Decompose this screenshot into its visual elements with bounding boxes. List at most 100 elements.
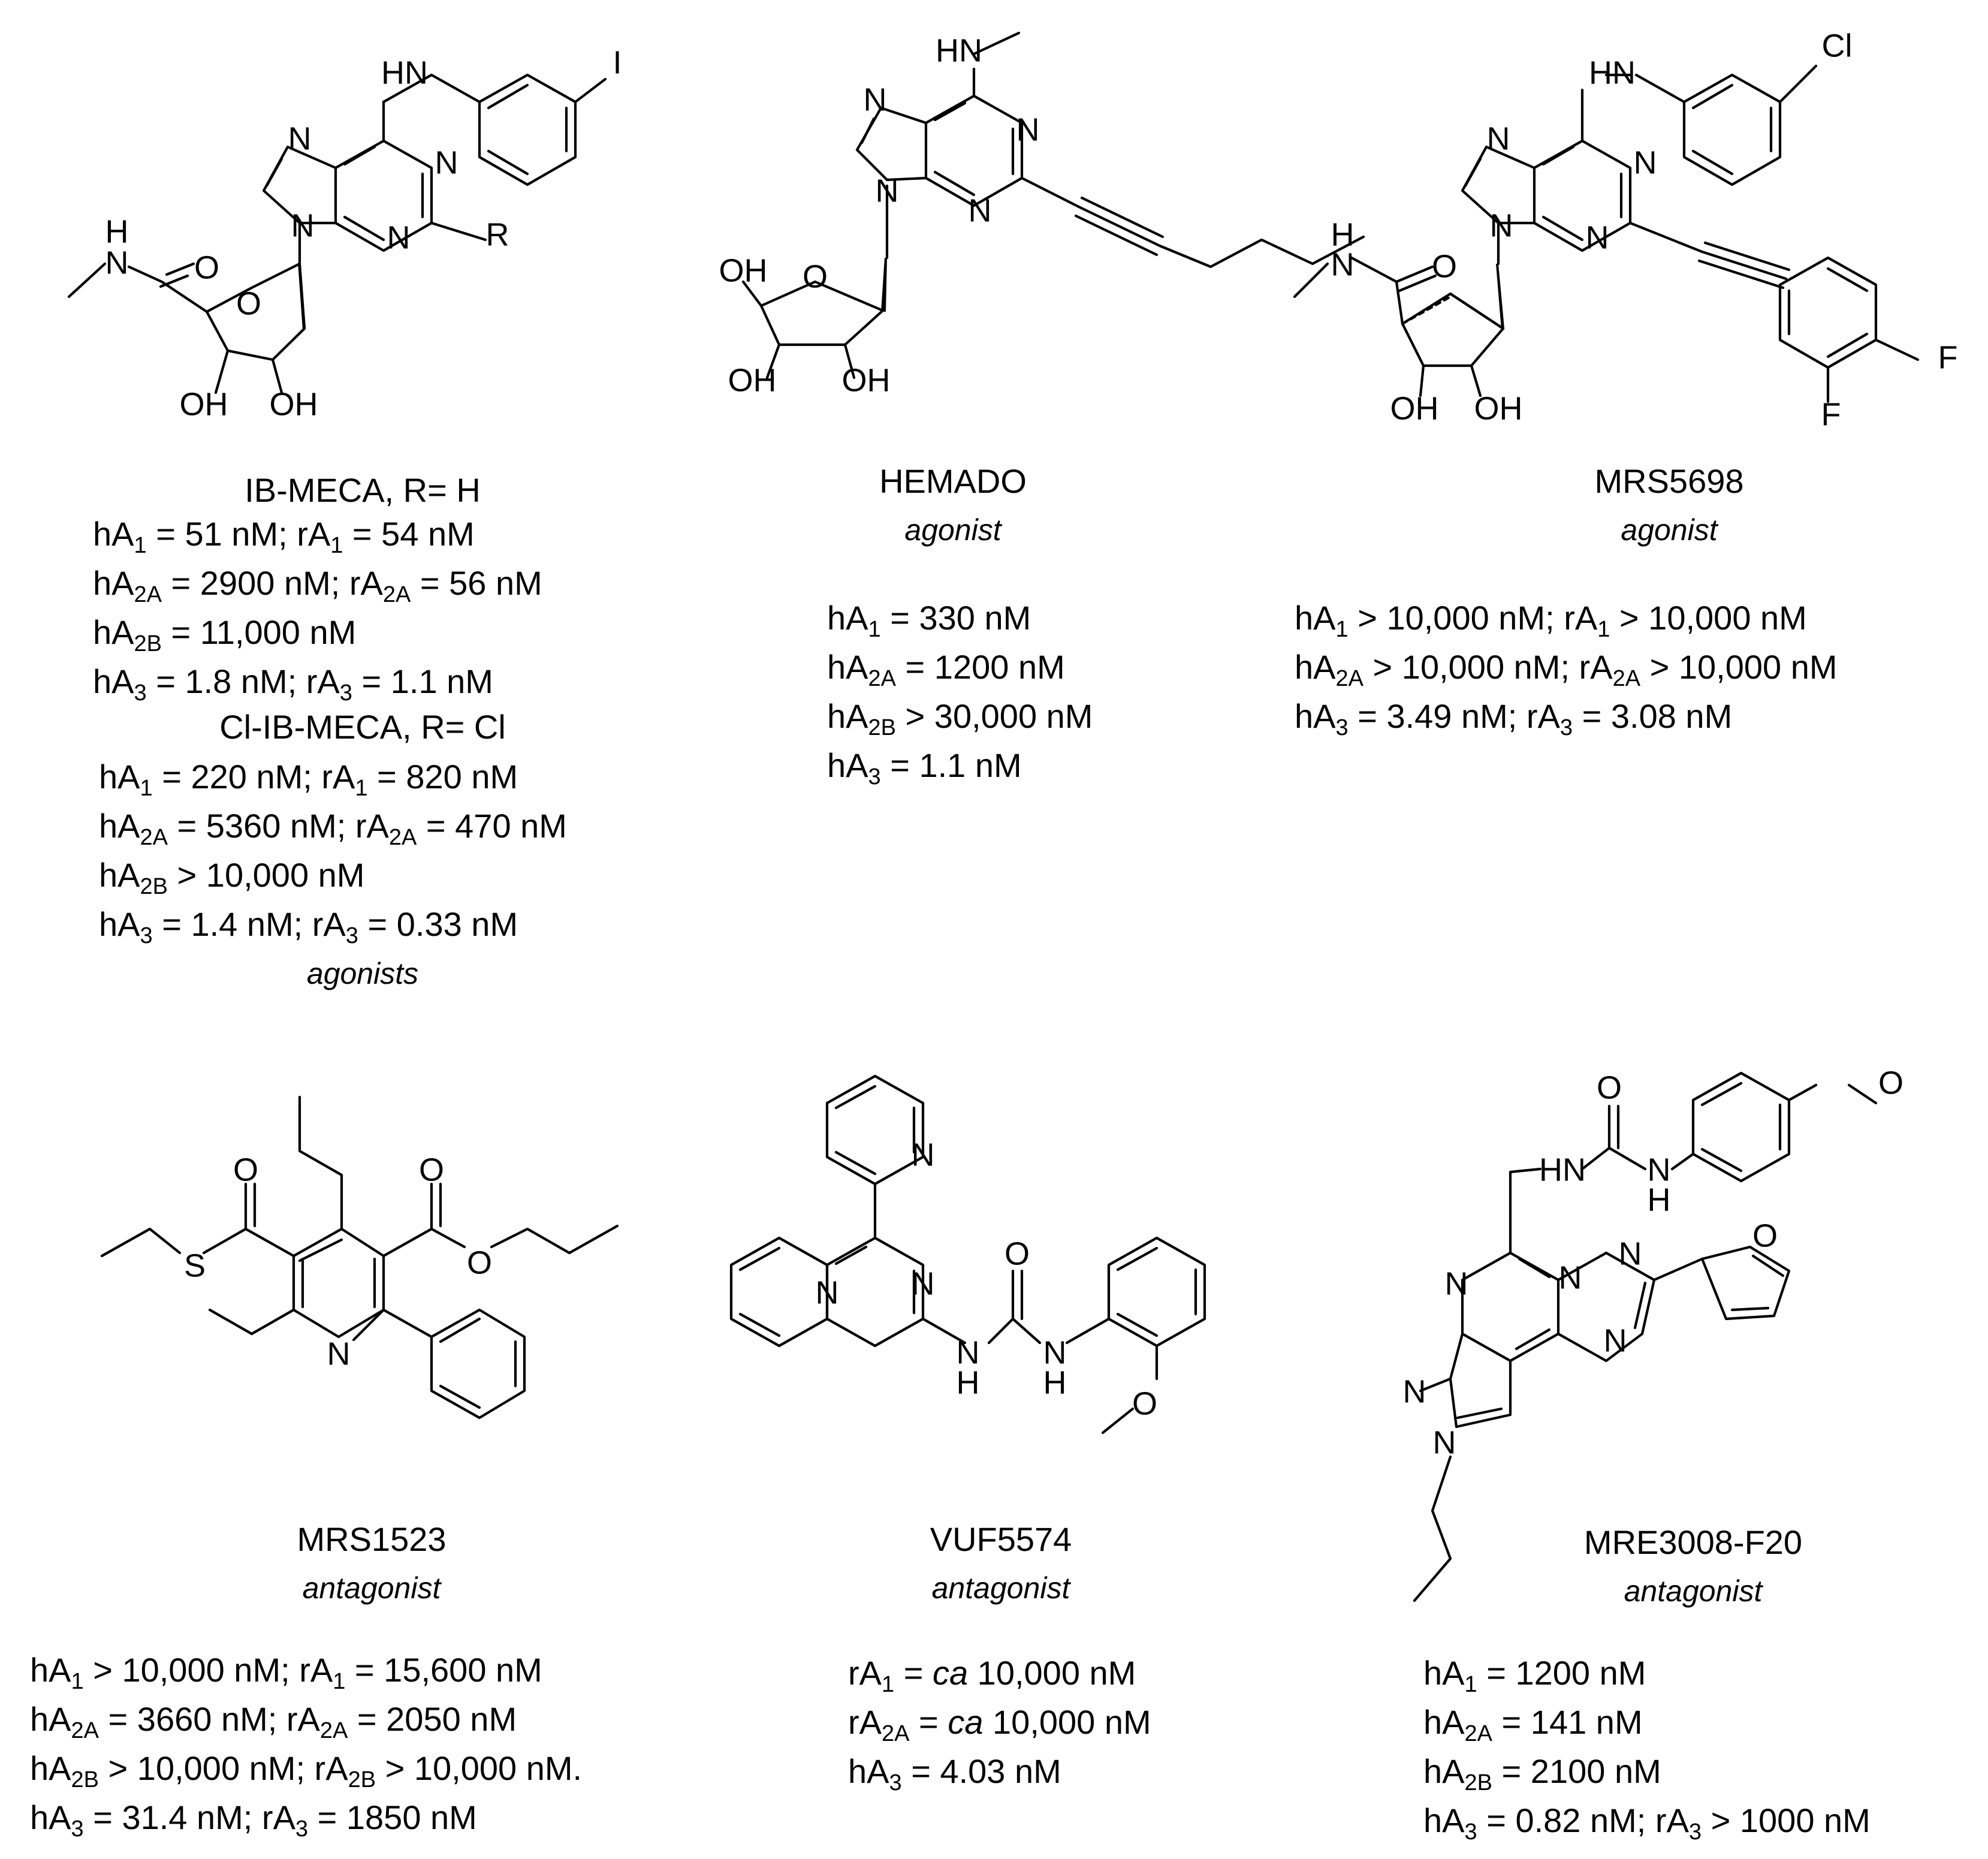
affinity-row: hA3 = 1.8 nM; rA3 = 1.1 nM xyxy=(93,662,493,706)
affinity-row: hA3 = 4.03 nM xyxy=(848,1752,1061,1795)
affinity-row: hA1 > 10,000 nM; rA1 = 15,600 nM xyxy=(30,1651,542,1694)
atom-label: N xyxy=(1403,1373,1426,1409)
compound-role: antagonist xyxy=(1624,1574,1763,1608)
compound-role: agonist xyxy=(904,513,1001,547)
atom-label: OH xyxy=(270,386,318,422)
atom-label: N xyxy=(912,1266,935,1301)
atom-label: F xyxy=(1938,339,1958,375)
atom-label: N xyxy=(288,120,312,156)
compound-role: agonist xyxy=(1621,513,1718,547)
atom-label: N xyxy=(864,82,887,117)
affinity-row: hA3 = 31.4 nM; rA3 = 1850 nM xyxy=(30,1798,477,1842)
atom-label: N xyxy=(1619,1236,1642,1272)
compound-role: agonists xyxy=(306,957,419,990)
affinity-row: hA1 = 51 nM; rA1 = 54 nM xyxy=(93,515,475,558)
affinity-list: hA1 = 330 nM hA2A = 1200 nM hA2B > 30,00… xyxy=(827,593,1093,790)
atom-label: HN xyxy=(1539,1152,1586,1188)
atom-label: O xyxy=(1132,1385,1157,1421)
affinity-row: hA2A = 5360 nM; rA2A = 470 nM xyxy=(99,807,567,850)
structure-hemado: HN N N N N OH O OH OH xyxy=(719,31,1365,398)
atom-label: N xyxy=(435,144,458,180)
atom-label: O xyxy=(233,1152,258,1188)
atom-label: N xyxy=(1490,207,1513,243)
affinity-row: hA2B > 10,000 nM; rA2B > 10,000 nM. xyxy=(30,1749,583,1792)
compound-name: MRS1523 xyxy=(297,1520,447,1558)
atom-label: O xyxy=(194,249,219,285)
affinity-row: hA3 = 1.4 nM; rA3 = 0.33 nM xyxy=(99,905,518,948)
structure-mre3008-f20: O O HN N H N N N O N N N xyxy=(1403,1065,1903,1602)
atom-label: N xyxy=(387,219,411,255)
atom-label: N xyxy=(876,173,899,209)
affinity-row: hA1 = 1200 nM xyxy=(1423,1654,1646,1697)
atom-label: OH xyxy=(728,362,777,398)
atom-label: O xyxy=(1004,1236,1030,1272)
atom-label: OH xyxy=(1474,390,1523,426)
atom-label: O xyxy=(803,258,828,294)
compound-name: MRE3008-F20 xyxy=(1583,1523,1803,1561)
affinity-row: hA3 = 3.49 nM; rA3 = 3.08 nM xyxy=(1295,697,1733,740)
atom-label: N xyxy=(1043,1334,1067,1370)
compound-name: IB-MECA, R= H xyxy=(245,471,481,509)
atom-label: N xyxy=(1016,112,1040,147)
atom-label: O xyxy=(467,1245,492,1280)
atom-label: OH xyxy=(180,386,228,422)
atom-label: N xyxy=(1331,246,1355,282)
affinity-row: hA2A = 141 nM xyxy=(1423,1703,1643,1746)
atom-label: O xyxy=(1878,1065,1903,1101)
atom-label: N xyxy=(105,245,129,281)
atom-label: HN xyxy=(936,32,982,68)
affinity-row: hA2B > 30,000 nM xyxy=(827,697,1093,740)
atom-label: N xyxy=(1445,1266,1468,1301)
atom-label: N xyxy=(1586,219,1609,255)
atom-label: HN xyxy=(381,55,428,91)
affinity-list: rA1 = ca 10,000 nM rA2A = ca 10,000 nM h… xyxy=(848,1649,1151,1796)
structure-mrs1523: O O S O N xyxy=(100,1095,619,1420)
atom-label: I xyxy=(613,44,622,80)
affinity-row: hA2A = 1200 nM xyxy=(827,648,1065,691)
atom-label: R xyxy=(486,216,509,252)
affinity-list: hA1 > 10,000 nM; rA1 = 15,600 nM hA2A = … xyxy=(30,1646,582,1842)
atom-label: N xyxy=(291,207,315,243)
atom-label: H xyxy=(105,213,129,249)
structure-mrs5698: HN Cl N N N N H N O F F OH OH xyxy=(1293,28,1958,432)
atom-label: H xyxy=(1043,1364,1067,1400)
atom-label: OH xyxy=(1390,390,1439,426)
atom-label: N xyxy=(912,1137,935,1173)
affinity-row: hA3 = 1.1 nM xyxy=(827,746,1022,790)
affinity-row: hA2A > 10,000 nM; rA2A > 10,000 nM xyxy=(1295,648,1838,691)
atom-label: N xyxy=(1634,144,1657,180)
atom-label: H xyxy=(957,1364,980,1400)
atom-label: N xyxy=(1433,1424,1456,1460)
atom-label: OH xyxy=(842,362,891,398)
affinity-list: hA1 = 51 nM; rA1 = 54 nM hA2A = 2900 nM;… xyxy=(93,510,542,706)
atom-label: N xyxy=(327,1336,351,1372)
atom-label: N xyxy=(1604,1322,1627,1358)
atom-label: N xyxy=(1648,1152,1671,1188)
compound-role: antagonist xyxy=(931,1571,1070,1605)
atom-label: O xyxy=(236,285,261,321)
compound-name: HEMADO xyxy=(879,462,1027,500)
affinity-row: hA1 > 10,000 nM; rA1 > 10,000 nM xyxy=(1295,599,1807,642)
affinity-row: hA2B = 2100 nM xyxy=(1423,1752,1661,1795)
atom-label: HN xyxy=(1589,55,1636,91)
atom-label: N xyxy=(1559,1260,1582,1295)
atom-label: O xyxy=(419,1152,444,1188)
affinity-row: hA1 = 220 nM; rA1 = 820 nM xyxy=(99,758,518,801)
atom-label: N xyxy=(1487,120,1510,156)
affinity-row: hA2B > 10,000 nM xyxy=(99,856,365,899)
atom-label: Cl xyxy=(1822,28,1853,64)
affinity-row: rA1 = ca 10,000 nM xyxy=(848,1654,1136,1697)
compound-role: antagonist xyxy=(302,1571,441,1605)
affinity-row: hA2B = 11,000 nM xyxy=(93,613,357,656)
atom-label: OH xyxy=(719,252,768,288)
affinity-row: hA1 = 330 nM xyxy=(827,599,1031,642)
atom-label: N xyxy=(816,1275,839,1310)
affinity-list: hA1 = 220 nM; rA1 = 820 nM hA2A = 5360 n… xyxy=(99,752,567,949)
atom-label: S xyxy=(184,1248,206,1283)
compound-name: VUF5574 xyxy=(930,1520,1072,1558)
atom-label: N xyxy=(957,1334,980,1370)
structure-ib-meca: HN I N N N N R H N O O OH OH xyxy=(67,44,622,422)
atom-label: H xyxy=(1648,1182,1671,1218)
structure-vuf5574: N N N O N H N H O xyxy=(729,1074,1206,1435)
